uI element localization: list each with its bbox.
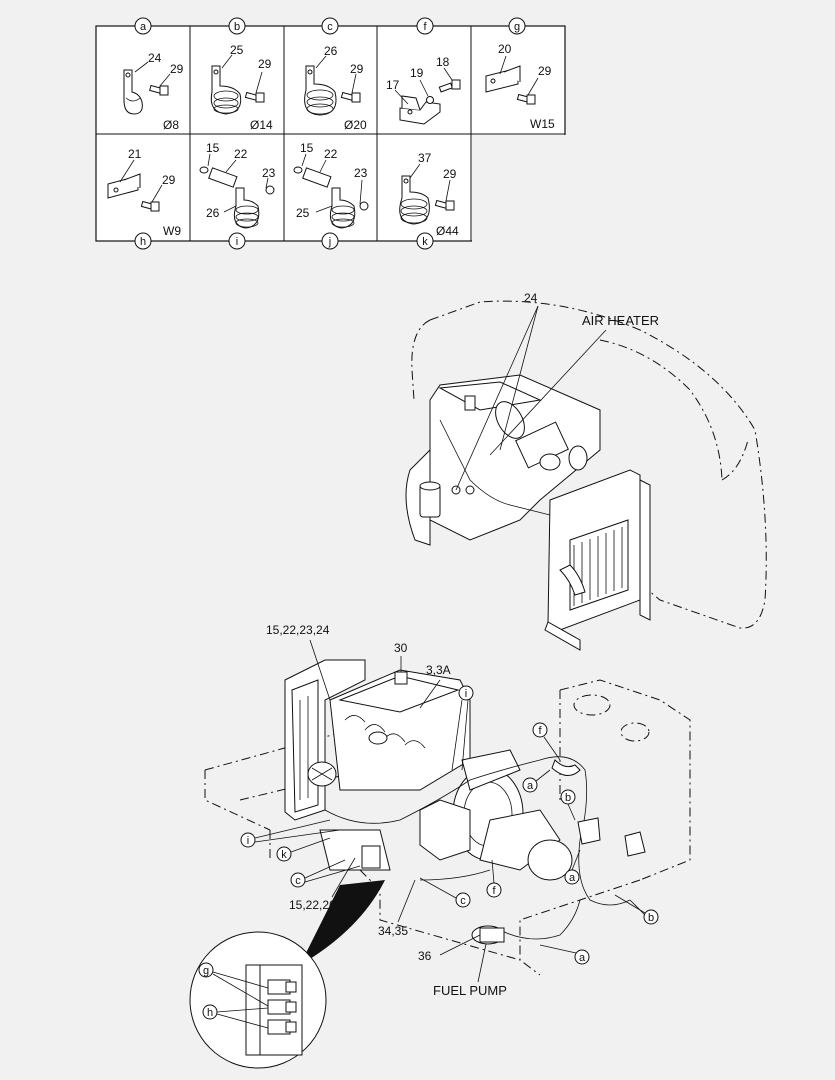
- svg-text:h: h: [207, 1007, 213, 1019]
- grid-cell-a: a 24 29 Ø8: [123, 17, 184, 132]
- cell-letter: b: [234, 21, 240, 33]
- callout-a-bottom: a: [539, 944, 590, 965]
- svg-text:f: f: [492, 885, 496, 897]
- label-fuel-pump: FUEL PUMP: [433, 983, 507, 998]
- label-air-heater: AIR HEATER: [582, 313, 659, 328]
- part-number: 26: [206, 206, 220, 220]
- size-label: Ø14: [250, 118, 273, 132]
- part-number: 29: [350, 62, 364, 76]
- size-label: Ø44: [436, 224, 459, 238]
- part-number: 29: [162, 173, 176, 187]
- inset-pointer: [300, 880, 385, 965]
- sensor-part: [464, 395, 476, 411]
- size-label: Ø20: [344, 118, 367, 132]
- parts-grid: a 24 29 Ø8 b 25 29 Ø14: [95, 17, 572, 250]
- grid-cell-g: g 20 29 W15: [485, 17, 555, 131]
- cell-letter: g: [514, 21, 520, 33]
- part-number: 25: [230, 43, 244, 57]
- part-number: 25: [296, 206, 310, 220]
- size-label: W9: [163, 224, 181, 238]
- grid-cell-f: f 18 19 17: [386, 17, 461, 125]
- callout-b-bottom: b: [614, 894, 659, 925]
- label-24: 24: [524, 291, 538, 305]
- label-34-35: 34,35: [378, 924, 408, 938]
- callout-g-inset: g: [198, 962, 269, 1007]
- grid-cell-j: j 15 22 23 25: [293, 141, 369, 250]
- callout-c-left: c: [290, 859, 361, 888]
- part-number: 26: [324, 44, 338, 58]
- cell-letter: c: [327, 21, 333, 33]
- part-number: 37: [418, 151, 432, 165]
- svg-text:b: b: [648, 912, 654, 924]
- grid-cell-i: i 15 22 23 26: [199, 141, 276, 250]
- callout-f-bottom: f: [486, 859, 502, 898]
- label-36: 36: [418, 949, 432, 963]
- part-number: 23: [354, 166, 368, 180]
- part-number: 29: [258, 57, 272, 71]
- part-number: 21: [128, 147, 142, 161]
- callout-a-top: a: [522, 769, 551, 793]
- label-15-22-26: 15,22,26: [289, 898, 336, 912]
- svg-text:c: c: [295, 875, 301, 887]
- callout-b-top: b: [560, 789, 576, 821]
- svg-text:a: a: [569, 872, 576, 884]
- leader-24: [499, 305, 539, 451]
- cell-letter: f: [423, 21, 427, 33]
- label-15-22-23-24: 15,22,23,24: [266, 623, 330, 637]
- svg-text:i: i: [247, 835, 249, 847]
- callout-i-left: i: [240, 819, 341, 848]
- cell-letter: a: [140, 21, 147, 33]
- svg-text:i: i: [465, 688, 467, 700]
- svg-text:k: k: [281, 849, 287, 861]
- part-number: 23: [262, 166, 276, 180]
- cell-letter: k: [422, 236, 428, 248]
- part-number: 18: [436, 55, 450, 69]
- callout-k: k: [276, 837, 331, 862]
- grid-cell-c: c 26 29 Ø20: [304, 17, 367, 132]
- part-number: 19: [410, 66, 424, 80]
- svg-text:g: g: [203, 965, 209, 977]
- part-number: 15: [206, 141, 220, 155]
- svg-text:a: a: [579, 952, 586, 964]
- svg-text:b: b: [565, 792, 571, 804]
- callout-c-right: c: [419, 877, 471, 908]
- label-3-3a: 3,3A: [426, 663, 451, 677]
- lower-engine-assembly: 15,22,23,24 30 3,3A 15,22,26 34,35 36 FU…: [0, 0, 691, 1069]
- callout-b-extra: b: [0, 0, 3, 3]
- part-number: 22: [324, 147, 338, 161]
- callout-i-top: i: [451, 685, 474, 771]
- svg-text:f: f: [538, 725, 542, 737]
- part-number: 29: [443, 167, 457, 181]
- part-number: 29: [170, 62, 184, 76]
- cell-letter: j: [328, 236, 331, 248]
- grid-cell-b: b 25 29 Ø14: [210, 17, 273, 132]
- callout-a-middle: a: [564, 849, 581, 885]
- svg-text:c: c: [460, 895, 466, 907]
- part-number: 20: [498, 42, 512, 56]
- part-number: 24: [148, 51, 162, 65]
- size-label: W15: [530, 117, 555, 131]
- sensor-30: [394, 671, 408, 685]
- callout-f-top: f: [532, 722, 561, 761]
- part-number: 17: [386, 78, 400, 92]
- part-number: 22: [234, 147, 248, 161]
- size-label: Ø8: [163, 118, 179, 132]
- svg-text:a: a: [527, 780, 534, 792]
- callout-h-inset: h: [202, 1004, 269, 1029]
- label-30: 30: [394, 641, 408, 655]
- upper-engine-assembly: 24 AIR HEATER: [405, 291, 767, 651]
- cell-letter: i: [236, 236, 238, 248]
- part-number: 29: [538, 64, 552, 78]
- part-number: 15: [300, 141, 314, 155]
- cell-letter: h: [140, 236, 146, 248]
- grid-cell-k: k 37 29 Ø44: [399, 151, 459, 250]
- grid-cell-h: h 21 29 W9: [107, 147, 181, 250]
